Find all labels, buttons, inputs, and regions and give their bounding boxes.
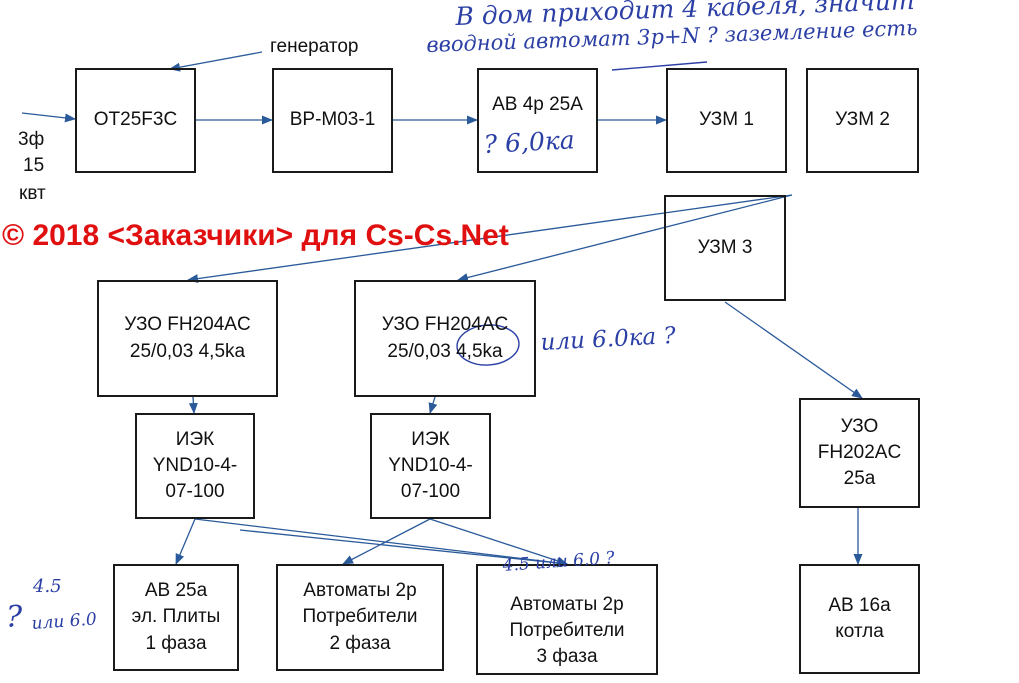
arrow-uzm3-to-uzo2 [457, 194, 793, 282]
arrow-iek2-to-auto2p3 [429, 518, 568, 566]
power-unit-label: квт [19, 183, 46, 204]
iek2-line3: 07-100 [400, 481, 461, 503]
iek2-line1: ИЭК [411, 428, 450, 450]
auto2p-3-line2: Потребители [509, 620, 625, 642]
circle-4-5ka [456, 324, 520, 366]
iek1-box: ИЭК YND10-4- 07-100 [135, 413, 255, 519]
auto2p-2-line1: Автоматы 2р [303, 580, 417, 602]
arrow-iek1b-to-auto2p3 [239, 529, 568, 568]
uzo1-box: УЗО FH204AC 25/0,03 4,5ka [97, 280, 278, 397]
uzo1-line1: УЗО FH204AC [124, 314, 251, 336]
underline-note [611, 61, 708, 71]
uzo2-box: УЗО FH204AC 25/0,03 4,5ka [354, 280, 536, 397]
arrow-uzo2-to-iek2 [428, 396, 438, 414]
iek2-box: ИЭК YND10-4- 07-100 [370, 413, 491, 519]
iek1-line1: ИЭК [175, 428, 215, 450]
phase-label: 3ф [18, 129, 45, 150]
auto2p-3-line1: Автоматы 2р [510, 594, 624, 615]
auto2p-3-line3: 3 фаза [536, 646, 598, 668]
arrow-uzm3-to-uzo1 [187, 194, 793, 284]
arrow-uzm3-to-uzo3 [724, 301, 863, 399]
note-ab-rating: ? 6,0ка [483, 125, 576, 159]
auto2p-2-box: Автоматы 2р Потребители 2 фаза [276, 564, 444, 671]
auto2p-2-line2: Потребители [302, 606, 418, 628]
av16-box: АВ 16а котла [799, 564, 920, 674]
uzo2-line1: УЗО FH204AC [381, 314, 509, 336]
arrow-iek1-to-av25 [175, 518, 196, 565]
iek1-line3: 07-100 [165, 481, 225, 503]
arrow-generator-to-ot25f3c [169, 51, 263, 72]
uzo3-line2: FH202AC [817, 441, 902, 463]
uzo2-line2: 25/0,03 4,5ka [387, 340, 503, 362]
uzo3-box: УЗО FH202AC 25a [799, 398, 920, 508]
uzo3-line3: 25a [843, 468, 876, 490]
uzm3-label: УЗМ 3 [697, 236, 753, 258]
auto2p-3-box: Автоматы 2р Потребители 3 фаза [476, 564, 658, 675]
iek2-line2: YND10-4- [388, 454, 473, 476]
av25-line3: 1 фаза [145, 632, 207, 654]
av16-line1: АВ 16а [828, 594, 891, 616]
bpm03-box: BP-M03-1 [272, 68, 393, 173]
bpm03-label: BP-M03-1 [289, 109, 376, 131]
arrow-iek1-to-auto2p3 [194, 518, 568, 568]
uzo3-line1: УЗО [840, 415, 879, 437]
uzo1-line2: 25/0,03 4,5ka [129, 340, 246, 362]
ot25f3c-label: OT25F3C [93, 109, 178, 131]
uzm3-box: УЗМ 3 [664, 195, 786, 301]
generator-label: генератор [270, 36, 359, 57]
uzm1-box: УЗМ 1 [666, 68, 787, 173]
ab4p-label: АВ 4р 25А [492, 94, 583, 115]
power-value-label: 15 [23, 155, 45, 176]
iek1-line2: YND10-4- [152, 454, 238, 476]
uzm2-box: УЗМ 2 [806, 68, 919, 173]
note-left-question: ? [6, 600, 23, 635]
ot25f3c-box: OT25F3C [75, 68, 196, 173]
arrow-iek2-to-auto2p2 [342, 518, 431, 565]
av25-box: АВ 25а эл. Плиты 1 фаза [113, 564, 239, 671]
av25-line2: эл. Плиты [131, 606, 221, 628]
arrow-uzo1-to-iek1 [188, 396, 198, 414]
av16-line2: котла [835, 621, 884, 642]
arrow-input-to-ot25f3c [21, 112, 76, 123]
uzm2-label: УЗМ 2 [835, 109, 890, 131]
copyright-watermark: © 2018 <Заказчики> для Cs-Cs.Net [2, 219, 509, 252]
uzm1-label: УЗМ 1 [699, 109, 754, 131]
auto2p-2-line3: 2 фаза [329, 632, 391, 654]
note-left-45: 4.5 [33, 576, 62, 597]
av25-line1: АВ 25а [144, 580, 208, 602]
ab4p-box: АВ 4р 25А [477, 68, 598, 173]
